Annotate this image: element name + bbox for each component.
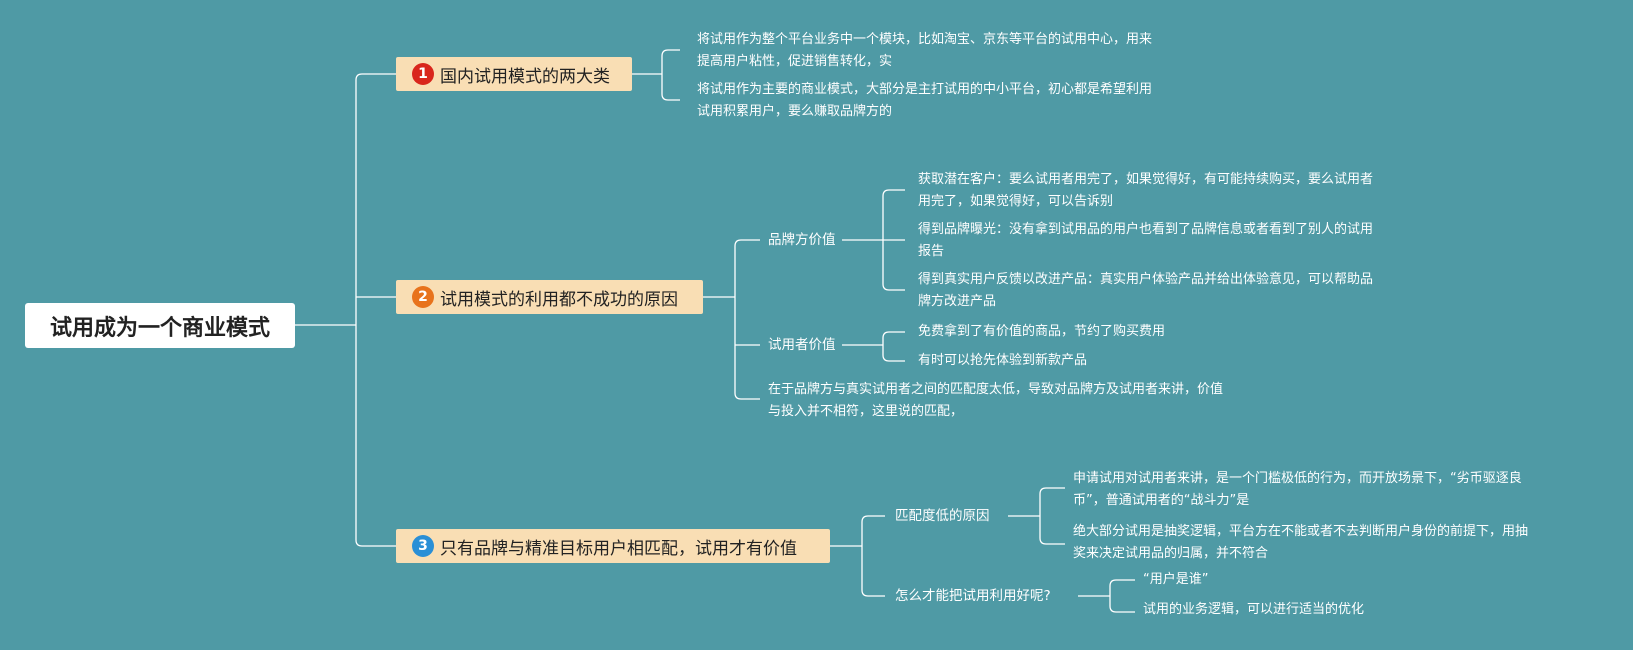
low-match-item-1-line-1: 申请试用对试用者来讲，是一个门槛极低的行为，而开放场景下，“劣币驱逐良 <box>1073 471 1522 486</box>
user-value-item-2[interactable]: 有时可以抢先体验到新款产品 <box>918 350 1087 372</box>
branch-1-item-2[interactable]: 将试用作为主要的商业模式，大部分是主打试用的中小平台，初心都是希望利用 试用积累… <box>697 79 1152 123</box>
branch-1-item-2-line-2: 试用积累用户，要么赚取品牌方的 <box>697 104 893 119</box>
branch-1-topic[interactable]: 1 国内试用模式的两大类 <box>396 57 632 91</box>
user-value-topic[interactable]: 试用者价值 <box>768 337 836 353</box>
branch-3-topic[interactable]: 3 只有品牌与精准目标用户相匹配，试用才有价值 <box>396 529 830 563</box>
low-match-item-2-line-1: 绝大部分试用是抽奖逻辑，平台方在不能或者不去判断用户身份的前提下，用抽 <box>1073 524 1529 539</box>
branch-1-item-1-line-2: 提高用户粘性，促进销售转化，实 <box>697 54 893 69</box>
root-topic-label: 试用成为一个商业模式 <box>49 315 270 341</box>
branch-1-number-badge: 1 <box>412 63 434 85</box>
low-match-item-1[interactable]: 申请试用对试用者来讲，是一个门槛极低的行为，而开放场景下，“劣币驱逐良 币”，普… <box>1073 468 1522 512</box>
low-match-reason-topic[interactable]: 匹配度低的原因 <box>895 508 990 524</box>
branch-1-item-1-line-1: 将试用作为整个平台业务中一个模块，比如淘宝、京东等平台的试用中心，用来 <box>697 32 1153 47</box>
brand-value-item-2-line-2: 报告 <box>918 244 945 259</box>
branch-2-note-line-2: 与投入并不相符，这里说的匹配， <box>768 404 964 419</box>
brand-value-item-2-line-1: 得到品牌曝光：没有拿到试用品的用户也看到了品牌信息或者看到了别人的试用 <box>918 222 1374 237</box>
brand-value-item-3[interactable]: 得到真实用户反馈以改进产品：真实用户体验产品并给出体验意见，可以帮助品 牌方改进… <box>918 269 1373 313</box>
branch-3-number-badge: 3 <box>412 535 434 557</box>
branch-3-label: 只有品牌与精准目标用户相匹配，试用才有价值 <box>440 538 797 559</box>
brand-value-item-1[interactable]: 获取潜在客户：要么试用者用完了，如果觉得好，有可能持续购买，要么试用者 用完了，… <box>918 169 1373 213</box>
root-topic[interactable]: 试用成为一个商业模式 <box>25 303 295 348</box>
how-to-use-item-1[interactable]: “用户是谁” <box>1143 569 1208 591</box>
brand-value-item-3-line-2: 牌方改进产品 <box>918 294 997 309</box>
user-value-item-2-line-1: 有时可以抢先体验到新款产品 <box>918 353 1088 368</box>
branch-2-note[interactable]: 在于品牌方与真实试用者之间的匹配度太低，导致对品牌方及试用者来讲，价值 与投入并… <box>768 379 1223 423</box>
how-to-use-item-2[interactable]: 试用的业务逻辑，可以进行适当的优化 <box>1143 599 1364 621</box>
brand-value-item-2[interactable]: 得到品牌曝光：没有拿到试用品的用户也看到了品牌信息或者看到了别人的试用 报告 <box>918 219 1373 263</box>
branch-2-number-badge: 2 <box>412 286 434 308</box>
branch-1-label: 国内试用模式的两大类 <box>440 66 610 87</box>
how-to-use-topic[interactable]: 怎么才能把试用利用好呢? <box>895 588 1051 604</box>
user-value-item-1[interactable]: 免费拿到了有价值的商品，节约了购买费用 <box>918 321 1165 343</box>
user-value-item-1-line-1: 免费拿到了有价值的商品，节约了购买费用 <box>918 324 1166 339</box>
branch-1-item-2-line-1: 将试用作为主要的商业模式，大部分是主打试用的中小平台，初心都是希望利用 <box>697 82 1153 97</box>
brand-value-topic[interactable]: 品牌方价值 <box>768 232 836 248</box>
how-to-use-item-2-line-1: 试用的业务逻辑，可以进行适当的优化 <box>1143 602 1365 617</box>
branch-2-note-line-1: 在于品牌方与真实试用者之间的匹配度太低，导致对品牌方及试用者来讲，价值 <box>768 382 1224 397</box>
brand-value-item-1-line-1: 获取潜在客户：要么试用者用完了，如果觉得好，有可能持续购买，要么试用者 <box>918 172 1374 187</box>
low-match-item-1-line-2: 币”，普通试用者的“战斗力”是 <box>1073 493 1250 508</box>
brand-value-item-3-line-1: 得到真实用户反馈以改进产品：真实用户体验产品并给出体验意见，可以帮助品 <box>918 272 1374 287</box>
low-match-item-2[interactable]: 绝大部分试用是抽奖逻辑，平台方在不能或者不去判断用户身份的前提下，用抽 奖来决定… <box>1073 521 1528 565</box>
how-to-use-item-1-line-1: “用户是谁” <box>1143 572 1209 587</box>
low-match-item-2-line-2: 奖来决定试用品的归属，并不符合 <box>1073 546 1269 561</box>
brand-value-item-1-line-2: 用完了，如果觉得好，可以告诉别 <box>918 194 1114 209</box>
branch-1-item-1[interactable]: 将试用作为整个平台业务中一个模块，比如淘宝、京东等平台的试用中心，用来 提高用户… <box>697 29 1152 73</box>
branch-2-label: 试用模式的利用都不成功的原因 <box>440 289 678 310</box>
branch-2-topic[interactable]: 2 试用模式的利用都不成功的原因 <box>396 280 703 314</box>
